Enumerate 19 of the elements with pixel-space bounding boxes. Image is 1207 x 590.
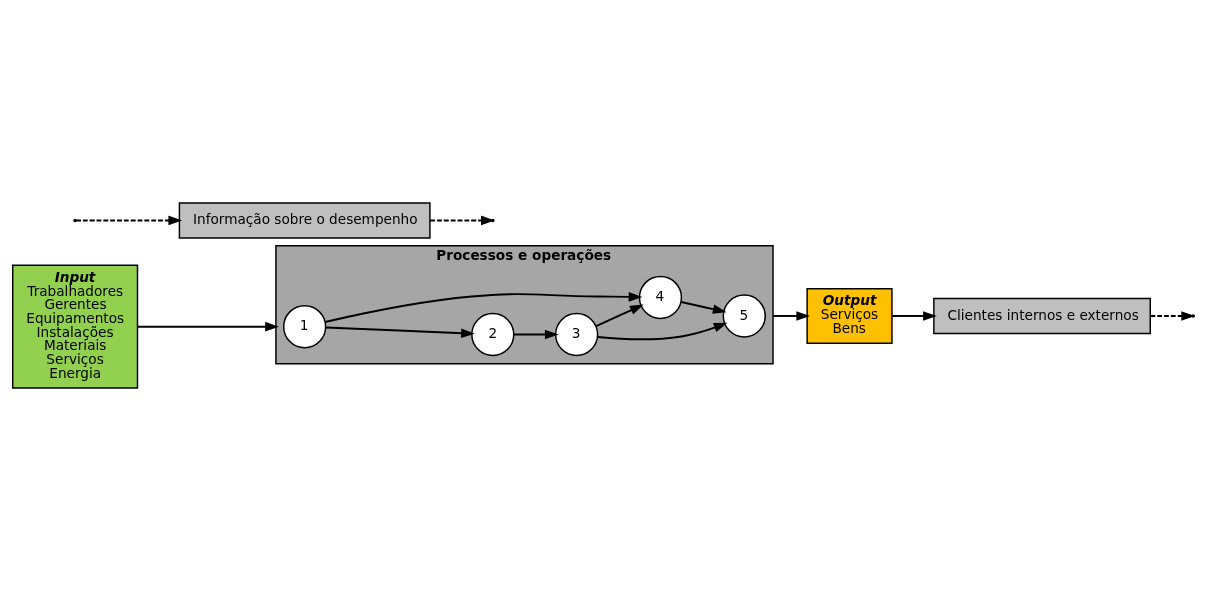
arrow (513, 329, 559, 339)
arrow (324, 291, 643, 323)
node-box: Input Trabalhadores Gerentes Equipamentos Instalações Materiais Serviços Energia (12, 264, 139, 389)
node-box: Clientes internos e externos (933, 297, 1151, 334)
arrow (596, 322, 728, 340)
node-box: Informação sobre o desempenho (178, 201, 431, 239)
arrow (324, 326, 475, 338)
node-circle: 4 (638, 275, 683, 319)
arrow (680, 300, 727, 314)
arrow (891, 310, 937, 321)
node-circle: 5 (722, 293, 766, 338)
arrow (75, 215, 183, 225)
node-box: Output Serviços Bens (806, 287, 893, 344)
node-circle: 2 (471, 312, 515, 356)
node-circle: 1 (282, 304, 327, 348)
arrow (136, 321, 279, 331)
node-circle: 3 (554, 312, 599, 356)
arrow (595, 304, 644, 327)
arrow (772, 310, 811, 321)
